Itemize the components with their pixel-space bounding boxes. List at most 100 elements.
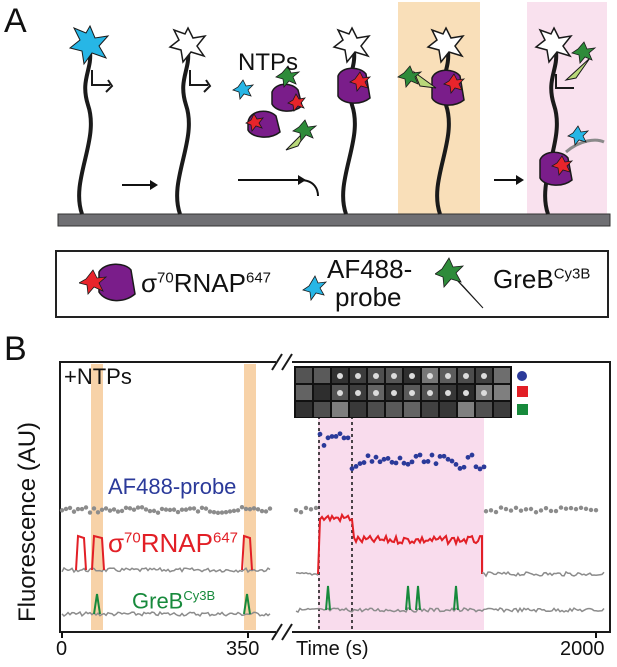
legend-rnap-sup: 647 (245, 269, 272, 287)
probe-signal-dot (325, 435, 331, 441)
probe-baseline-dot (139, 505, 145, 510)
ntps-annotation: +NTPs (64, 364, 132, 389)
probe-signal-dot (477, 466, 483, 472)
probe-baseline-dot (223, 509, 229, 515)
probe-baseline-dot (251, 506, 257, 511)
probe-baseline-dot (483, 509, 489, 514)
probe-signal-dot (461, 464, 467, 470)
greb-trace-label: GreBCy3B (132, 588, 215, 614)
panel-b-traces (59, 353, 611, 642)
strip-cell (404, 402, 420, 417)
probe-baseline-dot (293, 507, 299, 513)
probe-trace-label: AF488-probe (108, 474, 237, 499)
rnap-spike (91, 534, 105, 571)
ntps-label: NTPs (238, 49, 298, 76)
rnap-trace-sup1: 70 (124, 529, 141, 547)
probe-signal-dot (453, 461, 459, 467)
strip-cell (314, 385, 330, 400)
greb-spike (93, 593, 101, 615)
probe-baseline-dot (263, 509, 269, 514)
probe-signal-dot (345, 435, 351, 441)
strip-cell (422, 402, 438, 417)
probe-baseline-dot (243, 506, 249, 512)
probe-baseline-dot (183, 507, 189, 512)
rnap-trace-sup2: 647 (212, 529, 239, 547)
probe-baseline-dot (135, 505, 141, 510)
probe-signal-dot (361, 460, 367, 465)
greb-baseline-left (61, 610, 271, 617)
probe-signal-dot (469, 452, 475, 458)
probe-signal-dot (385, 455, 391, 461)
strip-cell (458, 402, 474, 417)
probe-signal-dot (393, 460, 399, 466)
pink-highlight-band (527, 2, 607, 216)
greb-spike (325, 585, 331, 611)
probe-signal-dot (425, 459, 431, 464)
probe-baseline-dot (267, 506, 273, 511)
surface-slide (57, 213, 611, 227)
probe-baseline-dot (115, 509, 121, 514)
probe-baseline-dot (187, 506, 193, 511)
probe-baseline-dot (195, 509, 201, 514)
panel-a-schematic: NTPs (57, 2, 611, 227)
probe-baseline-dot (175, 509, 181, 515)
probe-signal-dot (473, 464, 479, 470)
strip-cell (314, 368, 330, 383)
strip-cell (296, 385, 312, 400)
probe-baseline-dot (508, 508, 514, 513)
probe-baseline-dot (247, 506, 253, 512)
probe-signal-dot (421, 459, 427, 465)
probe-signal-dot (333, 434, 339, 439)
strip-spot (463, 373, 469, 379)
rnap-trace-prefix: σ (108, 528, 125, 558)
probe-baseline-dot (548, 508, 554, 514)
greb-spike (243, 593, 251, 615)
probe-baseline-dot (163, 507, 169, 512)
strip-spot (391, 373, 397, 379)
axis-break-gap (276, 354, 292, 642)
probe-baseline-dot (63, 506, 69, 512)
probe-baseline-dot (513, 505, 519, 511)
panel-a-legend: σ70RNAP647 AF488- probe GreBCy3B (55, 250, 609, 318)
strip-cell (314, 402, 330, 417)
probe-signal-dot (409, 459, 415, 465)
strip-spot (337, 390, 343, 396)
probe-baseline-dot (558, 505, 564, 510)
probe-baseline-dot (259, 508, 265, 514)
probe-baseline-dot (203, 506, 209, 511)
strip-spot (445, 390, 451, 396)
strip-cell (332, 402, 348, 417)
arrow-1 (122, 180, 158, 190)
probe-baseline-dot (239, 504, 245, 510)
probe-baseline-dot (543, 506, 549, 511)
probe-baseline-dot (79, 506, 85, 512)
probe-signal-dot (465, 454, 471, 460)
dna-template-3 (332, 26, 372, 215)
probe-signal-dot (481, 464, 487, 470)
probe-baseline-dot (593, 507, 599, 513)
dna-template-5 (534, 26, 605, 215)
probe-baseline-dot (219, 510, 225, 515)
strip-spot (337, 373, 343, 379)
strip-cell (368, 402, 384, 417)
greb-baseline-right (295, 606, 605, 614)
strip-spot (355, 373, 361, 379)
rnap-trace-label: σ70RNAP647 (108, 528, 238, 559)
probe-baseline-dot (99, 507, 105, 513)
probe-baseline-dot (151, 508, 157, 514)
probe-signal-dot (437, 453, 443, 459)
orange-band-2 (244, 364, 256, 630)
probe-baseline-dot (75, 506, 81, 512)
legend-greb-text: GreB (493, 264, 554, 294)
trace-group (59, 431, 605, 617)
probe-signal-dot (457, 466, 463, 471)
panel-b-letter: B (4, 330, 27, 368)
legend-greb-sup: Cy3B (553, 265, 591, 283)
free-probe-cyan (232, 79, 255, 100)
strip-cell (296, 368, 312, 383)
probe-signal-dot (429, 452, 435, 458)
probe-baseline-dot (583, 506, 589, 511)
strip-spot (391, 390, 397, 396)
probe-baseline-dot (171, 507, 177, 512)
probe-signal-dot (329, 434, 335, 439)
